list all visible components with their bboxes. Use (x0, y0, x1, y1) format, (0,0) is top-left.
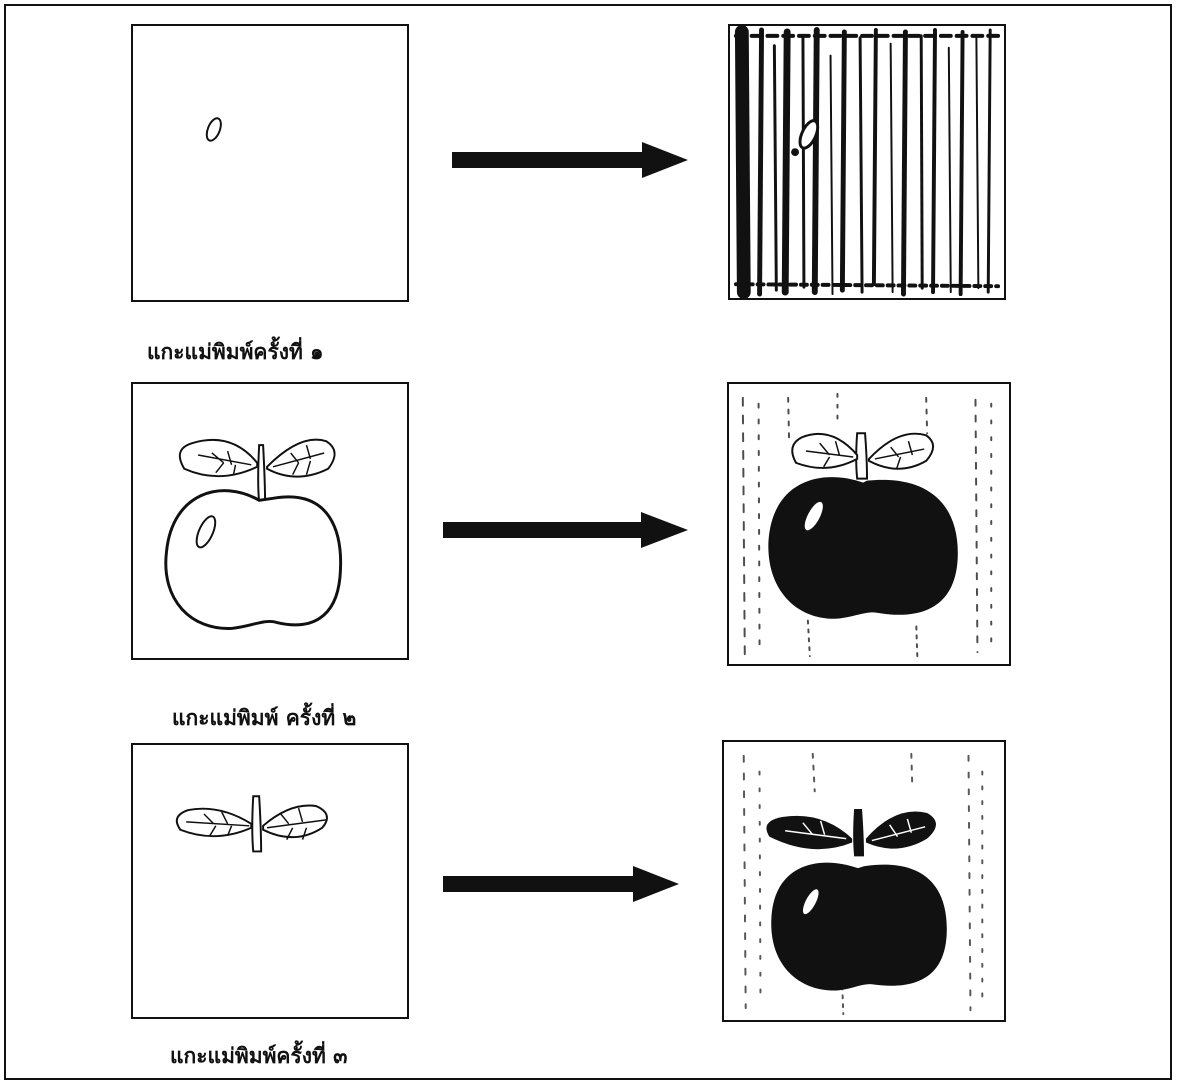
print-result-3 (722, 740, 1006, 1022)
print-result-1 (728, 24, 1006, 300)
step-2-caption: แกะแม่พิมพ์ ครั้งที่ ๒ (172, 706, 357, 730)
carving-block-3 (131, 743, 409, 1019)
apple-outline-sketch (164, 438, 343, 630)
right-arrow-icon (443, 512, 688, 548)
carving-block-2 (131, 382, 409, 660)
step-3-caption: แกะแม่พิมพ์ครั้งที่ ๓ (170, 1044, 348, 1068)
right-arrow-icon (443, 866, 679, 902)
leaf-stem-sketch (175, 795, 328, 853)
apple-print-3 (742, 752, 984, 1016)
print-result-2 (727, 382, 1011, 666)
apple-print-2 (741, 392, 993, 658)
right-arrow-icon (452, 142, 688, 178)
step-1-caption: แกะแม่พิมพ์ครั้งที่ ๑ (147, 340, 324, 364)
wood-texture-print-1 (733, 26, 1001, 298)
carving-block-1 (131, 24, 409, 302)
highlight-sketch-1 (205, 117, 222, 142)
figure-frame (4, 4, 1172, 1080)
